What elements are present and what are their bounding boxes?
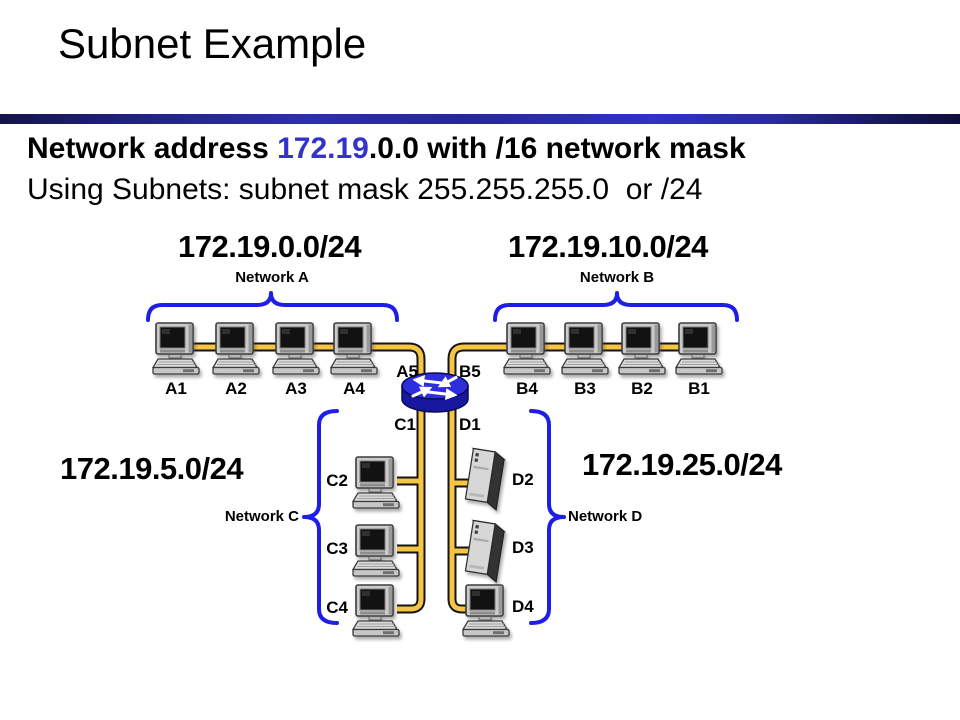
network-prefix-highlight: 172.19 — [277, 132, 369, 165]
computer-icon-a4 — [330, 322, 378, 375]
brace-network-d — [529, 409, 566, 625]
brace-network-c — [302, 409, 339, 625]
computer-icon-b2 — [618, 322, 666, 375]
brace-network-a — [146, 291, 399, 322]
subtitle-1-prefix: Network address — [27, 132, 278, 165]
computer-icon-c3 — [352, 524, 400, 577]
computer-icon-a1 — [152, 322, 200, 375]
subtitle-1-suffix: .0.0 with /16 network mask — [368, 132, 746, 165]
server-icon-d3 — [463, 519, 506, 583]
computer-icon-b3 — [561, 322, 609, 375]
computer-icon-a2 — [212, 322, 260, 375]
computer-icon-c2 — [352, 456, 400, 509]
server-icon-d2 — [463, 447, 506, 511]
computer-icon-c4 — [352, 584, 400, 637]
computer-icon-b1 — [675, 322, 723, 375]
subtitle-line-2: Using Subnets: subnet mask 255.255.255.0… — [27, 173, 703, 206]
divider-bar — [0, 114, 960, 124]
subtitle-line-1: Network address 172.19.0.0 with /16 netw… — [27, 131, 746, 167]
computer-icon-b4 — [503, 322, 551, 375]
router-icon — [401, 372, 469, 413]
page-title: Subnet Example — [58, 20, 367, 67]
brace-network-b — [493, 291, 739, 322]
computer-icon-d4 — [462, 584, 510, 637]
computer-icon-a3 — [272, 322, 320, 375]
